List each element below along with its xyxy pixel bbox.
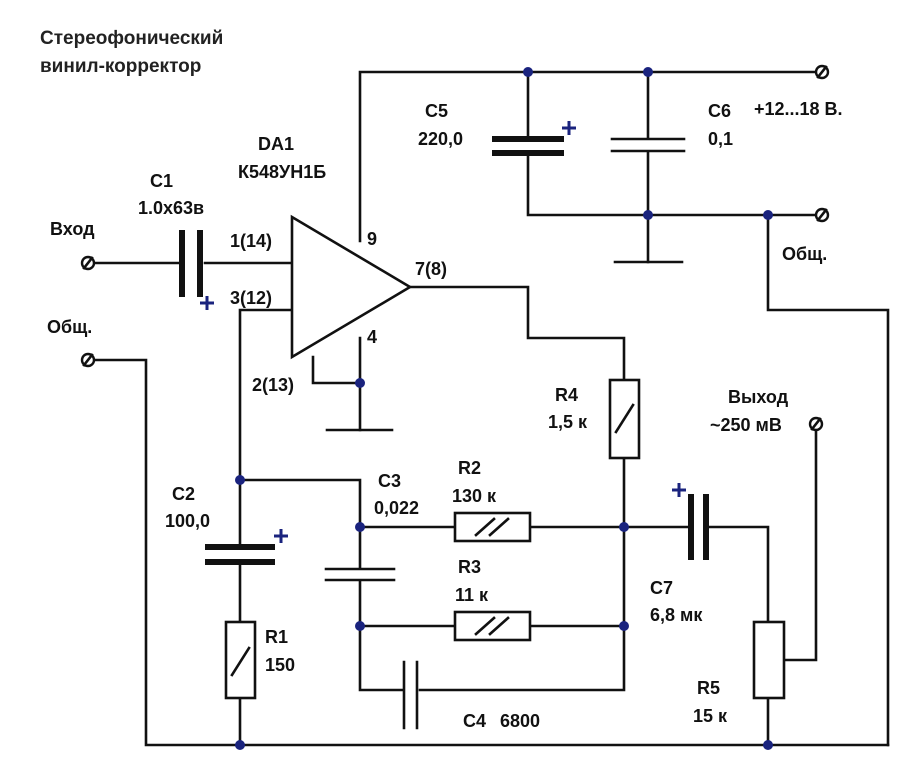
pin-label-2: 2(13) [252, 375, 294, 395]
pin-label-3: 3(12) [230, 288, 272, 308]
label-c1-value: 1.0x63в [138, 198, 204, 218]
terminals [80, 64, 830, 432]
label-r2-ref: R2 [458, 458, 481, 478]
pin-label-7: 7(8) [415, 259, 447, 279]
terminal-supply-gnd [814, 207, 830, 223]
label-r4-value: 1,5 к [548, 412, 588, 432]
label-c1-ref: C1 [150, 171, 173, 191]
terminal-input-gnd [80, 352, 96, 368]
capacitor-c1 [179, 230, 203, 297]
label-r3-value: 11 к [455, 585, 489, 605]
resistor-r4 [608, 378, 641, 460]
label-c7-ref: C7 [650, 578, 673, 598]
chip-type: К548УН1Б [238, 162, 326, 182]
terminal-output [808, 416, 824, 432]
capacitor-c4 [402, 660, 419, 730]
label-r3-ref: R3 [458, 557, 481, 577]
label-r1-value: 150 [265, 655, 295, 675]
resistor-r3 [453, 610, 532, 642]
label-c2-value: 100,0 [165, 511, 210, 531]
label-output-level: ~250 мВ [710, 415, 782, 435]
pin-label-9: 9 [367, 229, 377, 249]
label-c5-value: 220,0 [418, 129, 463, 149]
label-c6-value: 0,1 [708, 129, 733, 149]
label-output: Выход [728, 387, 789, 407]
opamp-da1 [290, 214, 413, 360]
label-c5-ref: C5 [425, 101, 448, 121]
pin-label-4: 4 [367, 327, 377, 347]
label-input: Вход [50, 219, 95, 239]
capacitor-c5 [492, 136, 564, 156]
capacitor-c3 [324, 567, 396, 582]
label-r1-ref: R1 [265, 627, 288, 647]
polarity-marks [200, 121, 686, 543]
terminal-supply [814, 64, 830, 80]
capacitor-c2 [205, 544, 275, 565]
terminal-input [80, 255, 96, 271]
label-r4-ref: R4 [555, 385, 578, 405]
title-line-1: Стереофонический [40, 28, 223, 49]
label-c4-ref: C4 [463, 711, 486, 731]
label-r5-value: 15 к [693, 706, 728, 726]
label-c3-value: 0,022 [374, 498, 419, 518]
resistor-r1 [224, 620, 257, 700]
label-supply: +12...18 В. [754, 99, 843, 119]
label-supply-gnd: Общ. [782, 244, 827, 264]
potentiometer-r5 [752, 620, 786, 700]
label-c3-ref: C3 [378, 471, 401, 491]
label-c2-ref: C2 [172, 484, 195, 504]
pin-label-1: 1(14) [230, 231, 272, 251]
label-r5-ref: R5 [697, 678, 720, 698]
capacitor-c7 [688, 494, 709, 560]
label-c4-value: 6800 [500, 711, 540, 731]
label-input-gnd: Общ. [47, 317, 92, 337]
label-c6-ref: C6 [708, 101, 731, 121]
label-c7-value: 6,8 мк [650, 605, 703, 625]
junction-dots [235, 67, 773, 750]
title-line-2: винил-корректор [40, 56, 201, 77]
capacitor-c6 [610, 137, 686, 153]
chip-ref: DA1 [258, 134, 294, 154]
label-r2-value: 130 к [452, 486, 497, 506]
resistor-r2 [453, 511, 532, 543]
